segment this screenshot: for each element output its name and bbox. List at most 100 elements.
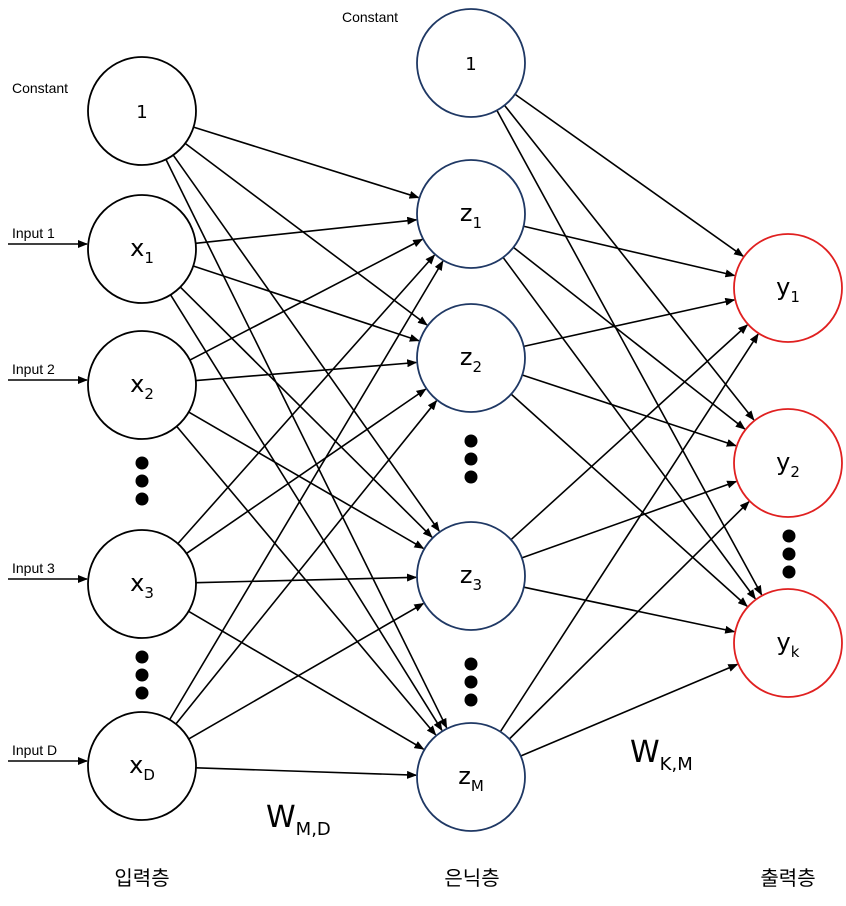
hidden-layer-label: 은닉층 xyxy=(444,866,499,890)
node-circle-hid-bias xyxy=(416,8,526,118)
hidden-ellipsis-1-dot xyxy=(464,434,478,448)
edge-hid-z1-out-yk xyxy=(502,256,756,600)
node-label-in-x1: x1 xyxy=(130,234,154,267)
node-label-in-x2: x2 xyxy=(130,370,154,403)
input-ellipsis-1-dot xyxy=(135,456,149,470)
edge-in-xd-hid-z2 xyxy=(175,400,438,725)
edge-hid-zm-out-y1 xyxy=(499,333,759,733)
node-hid-bias: 1 xyxy=(416,8,526,118)
edge-in-bias-hid-z2 xyxy=(184,142,428,326)
hidden-ellipsis-2-dot xyxy=(464,657,478,671)
edge-in-x3-hid-z1 xyxy=(177,254,436,545)
node-circle-in-x3 xyxy=(87,529,197,639)
input-arrow-label-in-x1: Input 1 xyxy=(12,225,55,241)
edge-in-x2-hid-z3 xyxy=(188,411,425,550)
edge-hid-z2-out-y2 xyxy=(522,374,737,447)
node-hid-z1: z1 xyxy=(416,159,526,269)
edge-in-xd-hid-zm xyxy=(195,767,418,779)
edge-in-bias-hid-z1 xyxy=(193,126,420,199)
input-arrows: Input 1 Input 2 Input 3 Input D xyxy=(8,225,88,765)
hidden-constant-label: Constant xyxy=(342,9,398,25)
output-ellipsis-dot xyxy=(782,547,796,561)
edge-in-x2-hid-z1 xyxy=(189,238,424,361)
node-out-y2: y2 xyxy=(733,408,843,518)
hidden-ellipsis-1-dot xyxy=(464,452,478,466)
node-circle-in-bias xyxy=(87,56,197,166)
input-ellipsis-1-dot xyxy=(135,474,149,488)
edge-hid-z1-out-y1 xyxy=(523,225,736,278)
node-circle-hid-z1 xyxy=(416,159,526,269)
connection-edges xyxy=(165,93,763,779)
node-hid-z3: z3 xyxy=(416,521,526,631)
edge-in-x1-hid-zm xyxy=(169,294,443,732)
node-out-y1: y1 xyxy=(733,233,843,343)
edge-hid-zm-out-y2 xyxy=(508,501,750,740)
edge-in-bias-hid-z3 xyxy=(172,154,440,532)
edge-hid-bias-out-yk xyxy=(496,110,763,596)
edge-in-xd-hid-z1 xyxy=(168,260,444,721)
node-in-x2: x2 xyxy=(87,330,197,440)
input-ellipsis-2-dot xyxy=(135,650,149,664)
edge-in-x1-hid-z2 xyxy=(193,265,420,342)
hidden-ellipsis-1 xyxy=(464,434,478,484)
edge-in-x3-hid-z3 xyxy=(195,573,418,584)
output-layer-label: 출력층 xyxy=(760,866,815,890)
node-circle-out-y2 xyxy=(733,408,843,518)
node-circle-in-xd xyxy=(87,711,197,821)
hidden-ellipsis-2 xyxy=(464,657,478,707)
edge-hid-z3-out-y2 xyxy=(521,480,738,559)
input-arrow-label-in-x3: Input 3 xyxy=(12,560,55,576)
node-hid-z2: z2 xyxy=(416,303,526,413)
nodes: 1 x1 x2 x3 xD 1 z1 z2 z3 zM y1 y2 yk xyxy=(87,8,843,832)
edge-in-bias-hid-zm xyxy=(165,159,448,729)
input-ellipsis-1-dot xyxy=(135,492,149,506)
node-label-out-yk: yk xyxy=(777,628,800,661)
edge-hid-z3-out-yk xyxy=(523,586,736,634)
hidden-ellipsis-2-dot xyxy=(464,675,478,689)
input-arrow-label-in-xd: Input D xyxy=(12,742,57,758)
ellipsis-dots xyxy=(135,434,796,707)
node-in-xd: xD xyxy=(87,711,197,821)
input-ellipsis-2-dot xyxy=(135,686,149,700)
edge-in-x1-hid-z1 xyxy=(195,216,418,245)
edge-in-x3-hid-zm xyxy=(188,610,425,750)
edge-hid-z2-out-yk xyxy=(510,393,748,607)
node-circle-hid-zm xyxy=(416,722,526,832)
output-ellipsis xyxy=(782,529,796,579)
node-in-x1: x1 xyxy=(87,194,197,304)
node-label-hid-zm: zM xyxy=(458,762,484,795)
output-ellipsis-dot xyxy=(782,529,796,543)
node-label-out-y2: y2 xyxy=(776,448,800,481)
input-ellipsis-2 xyxy=(135,650,149,700)
edge-hid-z3-out-y1 xyxy=(510,324,749,541)
edge-hid-z1-out-y2 xyxy=(512,246,746,430)
node-circle-hid-z3 xyxy=(416,521,526,631)
input-layer-label: 입력층 xyxy=(114,866,169,890)
node-label-hid-z3: z3 xyxy=(460,561,482,594)
input-ellipsis-1 xyxy=(135,456,149,506)
node-label-hid-z2: z2 xyxy=(460,343,482,376)
node-label-in-bias: 1 xyxy=(136,102,147,123)
edge-in-x3-hid-z2 xyxy=(186,388,427,555)
edge-hid-bias-out-y2 xyxy=(503,104,755,421)
node-in-bias: 1 xyxy=(87,56,197,166)
input-arrow-label-in-x2: Input 2 xyxy=(12,361,55,377)
edge-in-xd-hid-z3 xyxy=(188,602,425,740)
weight-label-hidden-output: WK,M xyxy=(630,735,693,775)
edge-hid-bias-out-y1 xyxy=(514,93,744,257)
hidden-ellipsis-1-dot xyxy=(464,470,478,484)
node-circle-hid-z2 xyxy=(416,303,526,413)
edge-hid-zm-out-yk xyxy=(520,663,739,757)
node-label-in-x3: x3 xyxy=(130,569,154,602)
edge-in-x2-hid-z2 xyxy=(195,359,418,382)
node-circle-in-x1 xyxy=(87,194,197,304)
hidden-ellipsis-2-dot xyxy=(464,693,478,707)
output-ellipsis-dot xyxy=(782,565,796,579)
node-circle-out-y1 xyxy=(733,233,843,343)
input-ellipsis-2-dot xyxy=(135,668,149,682)
node-out-yk: yk xyxy=(733,588,843,698)
edge-hid-z2-out-y1 xyxy=(523,297,736,348)
node-label-hid-z1: z1 xyxy=(460,199,482,232)
node-label-hid-bias: 1 xyxy=(465,54,476,75)
